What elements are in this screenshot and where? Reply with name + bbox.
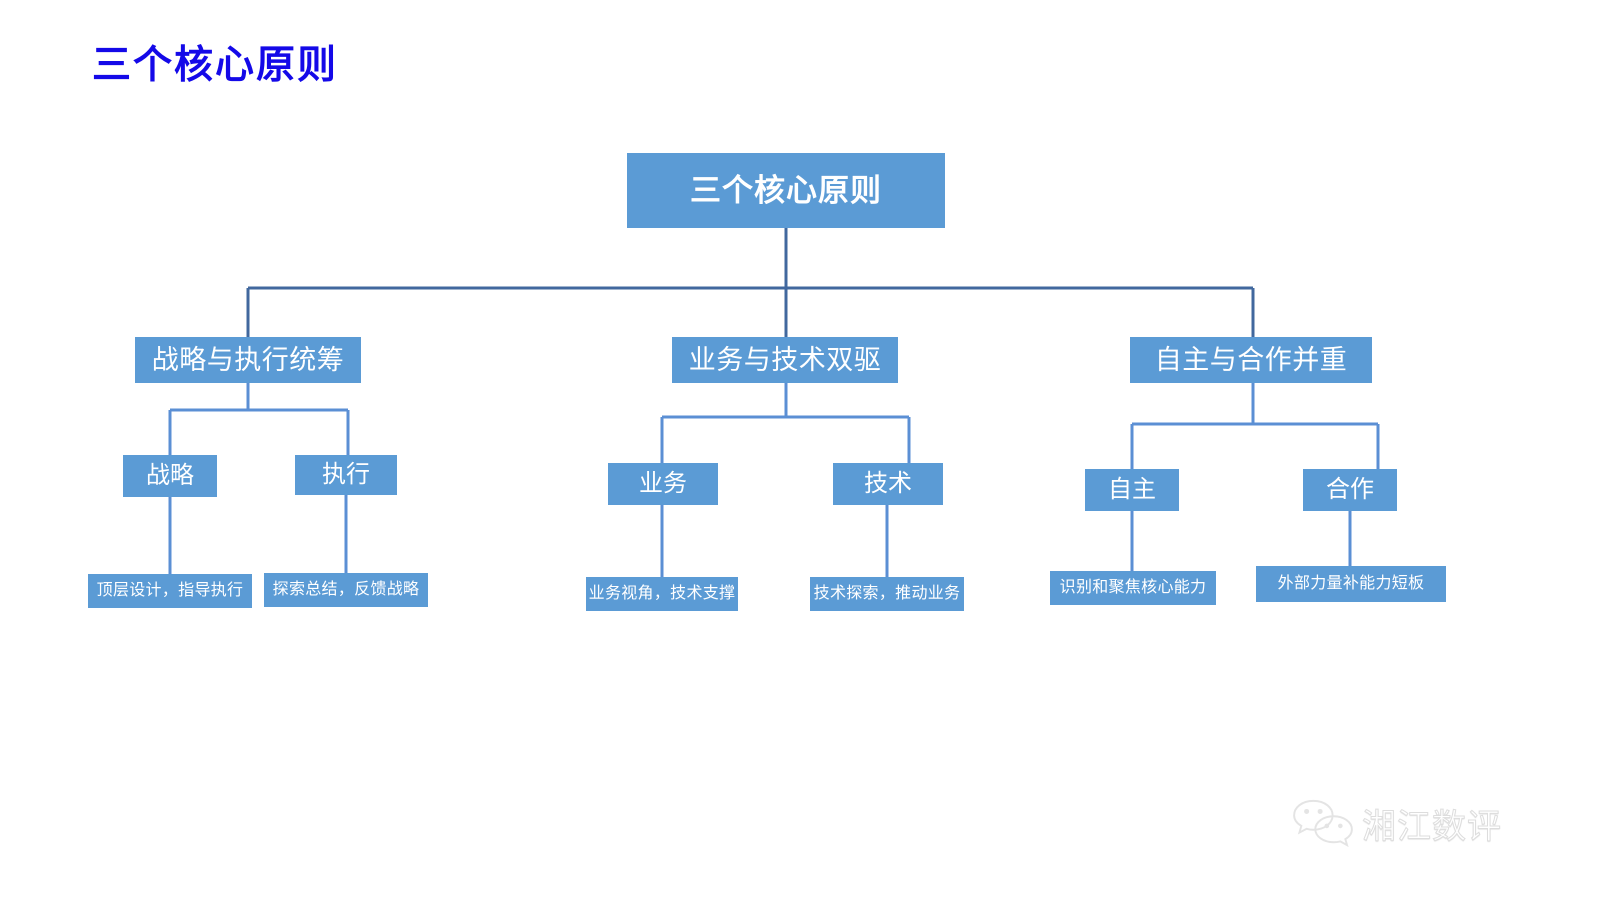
node-branch-strategy-execution[interactable]: 战略与执行统筹 <box>135 337 361 383</box>
node-root[interactable]: 三个核心原则 <box>627 153 945 228</box>
node-autonomy[interactable]: 自主 <box>1085 469 1179 511</box>
leaf-technology-detail[interactable]: 技术探索，推动业务 <box>810 577 964 611</box>
leaf-strategy-detail[interactable]: 顶层设计，指导执行 <box>88 574 252 608</box>
leaf-business-detail[interactable]: 业务视角，技术支撑 <box>586 577 738 611</box>
node-business[interactable]: 业务 <box>608 463 718 505</box>
node-branch-business-technology[interactable]: 业务与技术双驱 <box>672 337 898 383</box>
node-cooperation[interactable]: 合作 <box>1303 469 1397 511</box>
page-title: 三个核心原则 <box>92 44 339 87</box>
node-technology[interactable]: 技术 <box>833 463 943 505</box>
node-execution[interactable]: 执行 <box>295 455 397 495</box>
leaf-execution-detail[interactable]: 探索总结，反馈战略 <box>264 573 428 607</box>
watermark: 湘江数评 <box>1292 786 1562 860</box>
wechat-icon <box>1293 799 1353 848</box>
node-branch-autonomy-cooperation[interactable]: 自主与合作并重 <box>1130 337 1372 383</box>
node-strategy[interactable]: 战略 <box>123 455 217 497</box>
leaf-cooperation-detail[interactable]: 外部力量补能力短板 <box>1256 566 1446 602</box>
leaf-autonomy-detail[interactable]: 识别和聚焦核心能力 <box>1050 571 1216 605</box>
watermark-text: 湘江数评 <box>1362 806 1502 847</box>
